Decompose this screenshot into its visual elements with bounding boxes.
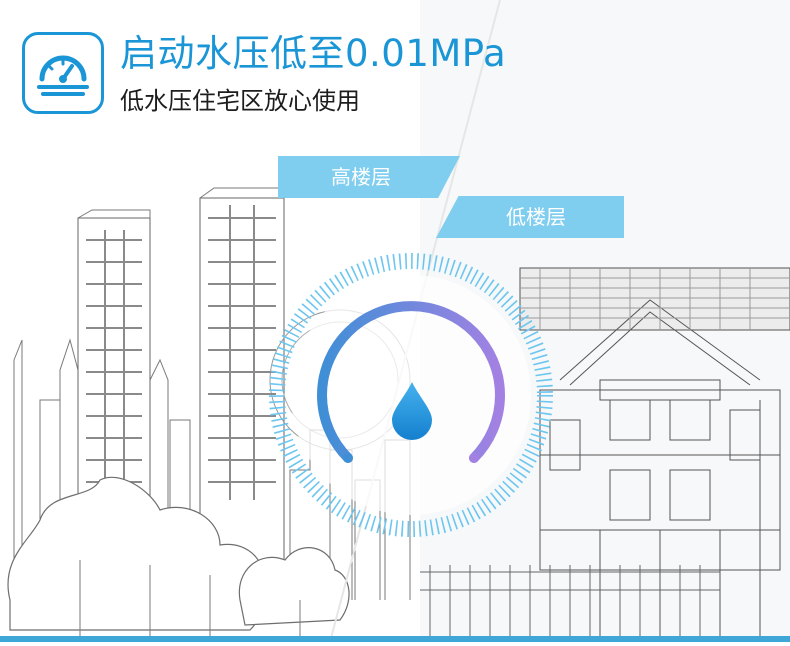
low-floor-label: 低楼层 bbox=[506, 205, 566, 229]
gauge-arc-start bbox=[343, 453, 353, 463]
building-windows-right bbox=[208, 205, 276, 500]
water-drop-icon bbox=[392, 382, 432, 440]
trees-sketch bbox=[7, 476, 350, 631]
tree-trunks bbox=[79, 560, 301, 636]
high-floor-banner: 高楼层 bbox=[278, 156, 460, 198]
high-floor-label: 高楼层 bbox=[331, 165, 391, 189]
building-windows-left bbox=[86, 230, 142, 520]
gauge-arc-end bbox=[469, 453, 479, 463]
roof-tiles bbox=[520, 268, 790, 330]
low-floor-banner: 低楼层 bbox=[436, 196, 624, 238]
fence-sketch bbox=[420, 565, 720, 636]
house-blueprint bbox=[519, 267, 790, 636]
page-title: 启动水压低至0.01MPa bbox=[120, 32, 507, 75]
gauge-arc bbox=[317, 301, 505, 463]
pressure-gauge-icon bbox=[22, 32, 104, 114]
bottom-accent-line bbox=[0, 636, 790, 642]
page-subtitle: 低水压住宅区放心使用 bbox=[120, 87, 360, 115]
gauge-tick-ring bbox=[269, 253, 553, 537]
